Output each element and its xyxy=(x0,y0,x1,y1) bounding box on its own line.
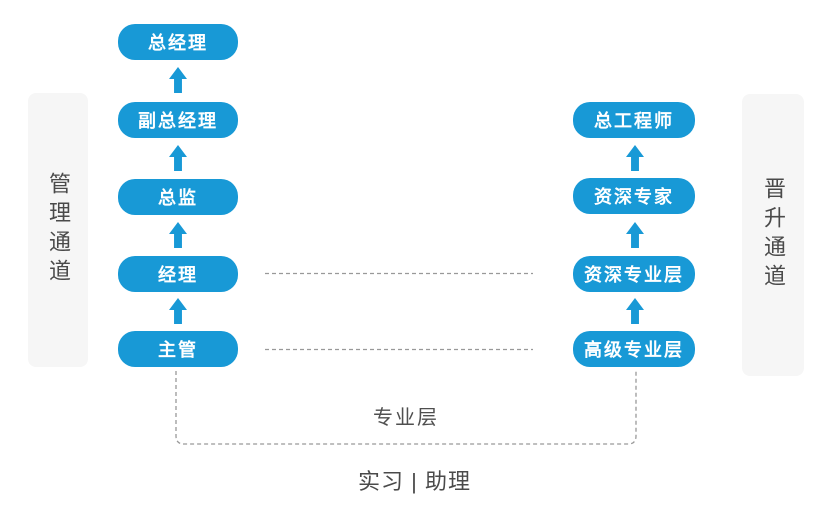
level-box-senior-expert: 资深专家 xyxy=(573,178,695,214)
up-arrow-icon xyxy=(169,222,187,248)
promotion-channel-label: 晋升通道 xyxy=(761,177,786,293)
up-arrow-icon xyxy=(626,145,644,171)
level-box-deputy-general-manager: 副总经理 xyxy=(118,102,238,138)
up-arrow-icon xyxy=(169,298,187,324)
intern-assistant-label: 实习 | 助理 xyxy=(358,469,471,494)
level-box-manager: 经理 xyxy=(118,256,238,292)
level-box-supervisor: 主管 xyxy=(118,331,238,367)
management-channel-label: 管理通道 xyxy=(46,172,71,288)
level-box-advanced-professional: 高级专业层 xyxy=(573,331,695,367)
management-channel-panel: 管理通道 xyxy=(28,93,88,367)
level-box-senior-professional: 资深专业层 xyxy=(573,256,695,292)
level-box-director: 总监 xyxy=(118,179,238,215)
up-arrow-icon xyxy=(169,67,187,93)
level-box-general-manager: 总经理 xyxy=(118,24,238,60)
professional-layer-label: 专业层 xyxy=(373,407,439,429)
up-arrow-icon xyxy=(169,145,187,171)
up-arrow-icon xyxy=(626,298,644,324)
promotion-channel-panel: 晋升通道 xyxy=(742,94,804,376)
level-box-chief-engineer: 总工程师 xyxy=(573,102,695,138)
up-arrow-icon xyxy=(626,222,644,248)
